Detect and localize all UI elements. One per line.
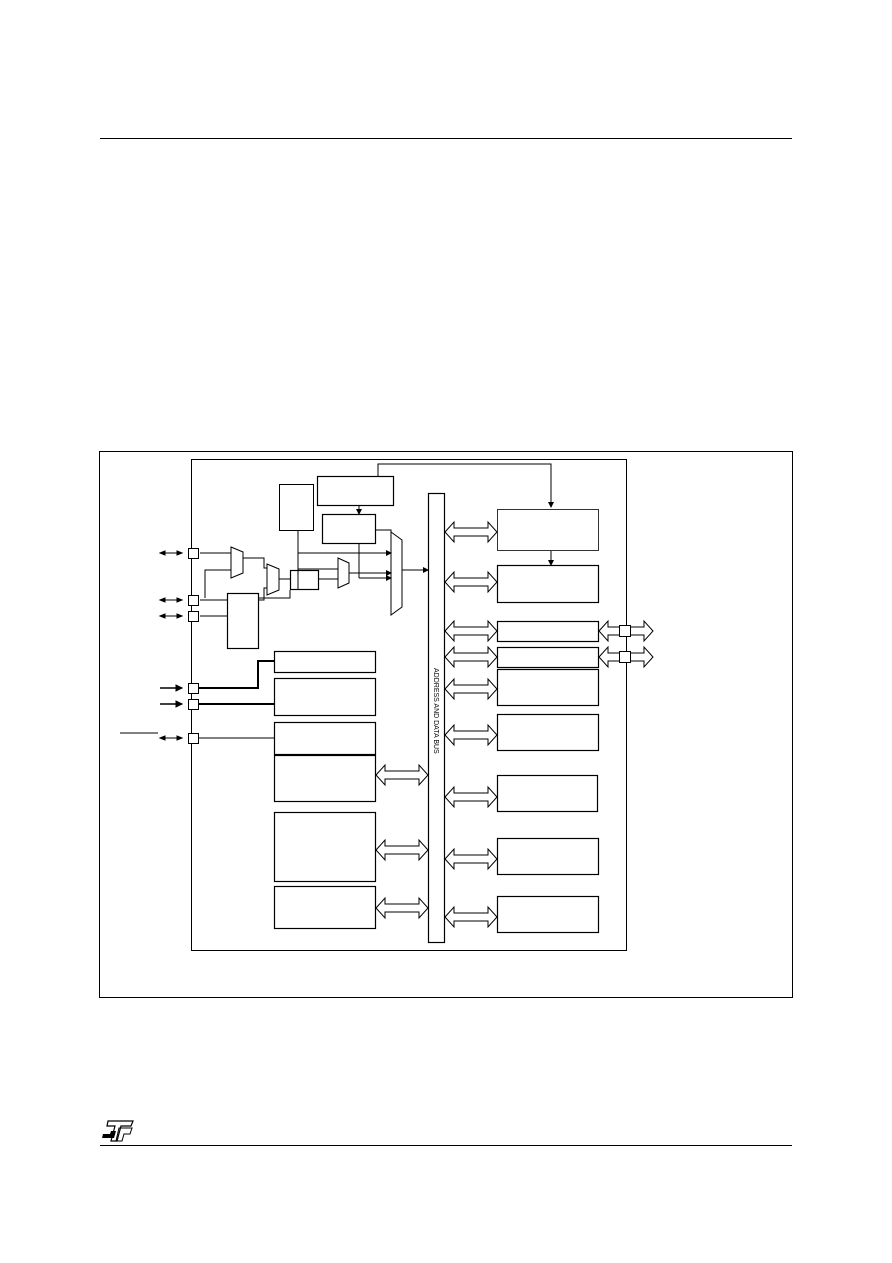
block-peripheral-3 — [496, 774, 599, 813]
pin-reset — [188, 733, 199, 744]
pin-supply1 — [188, 683, 199, 694]
bus-arrow-left-3 — [375, 896, 429, 920]
pin-port-a — [619, 625, 631, 637]
pin-squares-left — [188, 548, 199, 744]
bus-arrow-right-1 — [444, 520, 498, 544]
mux-3 — [337, 557, 350, 589]
top-block-mid — [321, 513, 377, 545]
pin-port-b — [619, 651, 631, 663]
bus-arrow-right-3 — [444, 619, 498, 643]
bus-arrow-left-1 — [375, 763, 429, 787]
top-block-left — [279, 484, 314, 531]
block-lvd — [273, 650, 377, 674]
bus-arrow-left-2 — [375, 838, 429, 862]
small-register-block — [289, 569, 320, 591]
port-pins-right — [619, 625, 631, 663]
block-peripheral-1 — [496, 668, 600, 707]
mux-main — [390, 531, 403, 616]
bus-arrow-right-4 — [444, 645, 498, 669]
block-clock-control — [497, 509, 599, 551]
block-power-supply — [273, 677, 377, 717]
pin-osc3 — [188, 611, 199, 622]
block-core — [273, 811, 377, 883]
pin-osc1 — [188, 548, 199, 559]
block-memory — [273, 885, 377, 930]
bus-arrow-right-9 — [444, 905, 498, 929]
bus-arrow-right-6 — [444, 723, 498, 747]
bus-label: ADDRESS AND DATA BUS — [432, 668, 439, 754]
st-logo-icon — [102, 1120, 134, 1142]
block-reset — [273, 721, 377, 756]
figure-frame — [99, 451, 793, 998]
pin-supply2 — [188, 699, 199, 710]
mux-2 — [266, 563, 280, 596]
mux-1 — [230, 546, 244, 579]
left-tall-block — [226, 592, 260, 650]
bus-double-arrows — [375, 520, 654, 929]
top-block-wide — [316, 475, 395, 507]
footer-rule — [100, 1145, 792, 1146]
address-data-bus — [427, 492, 446, 944]
block-control — [273, 754, 377, 803]
clock-wiring — [200, 463, 554, 617]
pin-osc2 — [188, 595, 199, 606]
block-peripheral-4 — [496, 837, 600, 876]
bus-arrow-right-8 — [444, 847, 498, 871]
block-peripheral-5 — [496, 895, 600, 934]
bus-arrow-right-2 — [444, 570, 498, 594]
block-timer-a — [496, 564, 600, 604]
block-port-b — [496, 646, 600, 669]
left-peripheral-blocks — [273, 650, 377, 930]
block-port-a — [496, 620, 600, 643]
block-peripheral-2 — [496, 713, 600, 752]
bus-arrow-right-7 — [444, 785, 498, 809]
right-peripheral-blocks — [496, 509, 600, 934]
supply-reset-wiring — [198, 660, 275, 739]
header-rule — [100, 138, 792, 139]
bus-arrow-right-5 — [444, 677, 498, 701]
pin-arrows-left — [120, 550, 184, 741]
